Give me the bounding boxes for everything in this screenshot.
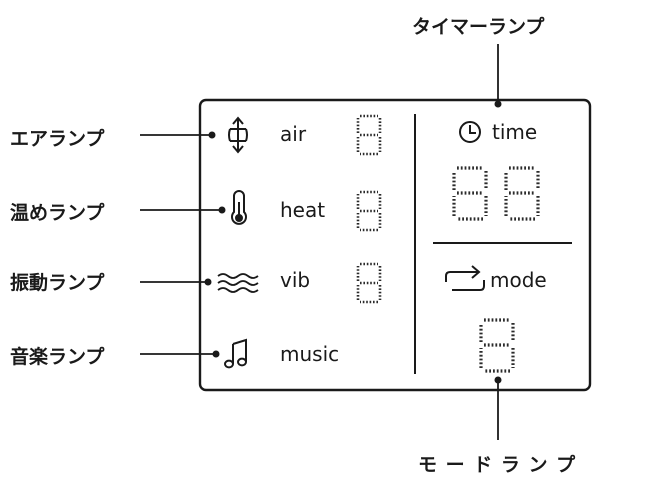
time-digit-2 — [504, 166, 540, 221]
vibration-leader-dot — [204, 278, 212, 286]
timer-lamp-label: タイマーランプ — [412, 16, 545, 38]
music-lamp-label: 音楽ランプ — [10, 346, 105, 368]
vibration-lamp-label: 振動ランプ — [10, 272, 105, 294]
clock-icon — [459, 121, 481, 143]
music-text: music — [280, 342, 340, 366]
timer-leader-dot — [494, 100, 502, 108]
thermometer-icon — [231, 190, 247, 225]
air-leader-dot — [208, 131, 216, 139]
mode-leader-dot — [494, 376, 502, 384]
music-note-icon — [224, 338, 247, 369]
vib-digit — [356, 262, 382, 304]
cycle-arrows-icon — [445, 265, 485, 291]
air-text: air — [280, 122, 307, 146]
warm-leader-dot — [218, 206, 226, 214]
leader-lines — [140, 44, 502, 440]
waves-icon — [217, 273, 259, 293]
air-arrows-icon — [228, 116, 248, 154]
mode-text: mode — [490, 268, 547, 292]
time-digit-1 — [452, 166, 488, 221]
mode-lamp-label: モ ー ド ラ ン プ — [418, 454, 577, 476]
heat-digit — [356, 190, 382, 232]
heat-text: heat — [280, 198, 326, 222]
air-digit — [356, 114, 382, 156]
panel-frame — [198, 98, 592, 392]
time-text: time — [492, 120, 538, 144]
music-leader-dot — [212, 350, 220, 358]
air-lamp-label: エアランプ — [10, 128, 105, 150]
warm-lamp-label: 温めランプ — [10, 202, 105, 224]
mode-digit — [479, 318, 515, 373]
vib-text: vib — [280, 268, 311, 292]
